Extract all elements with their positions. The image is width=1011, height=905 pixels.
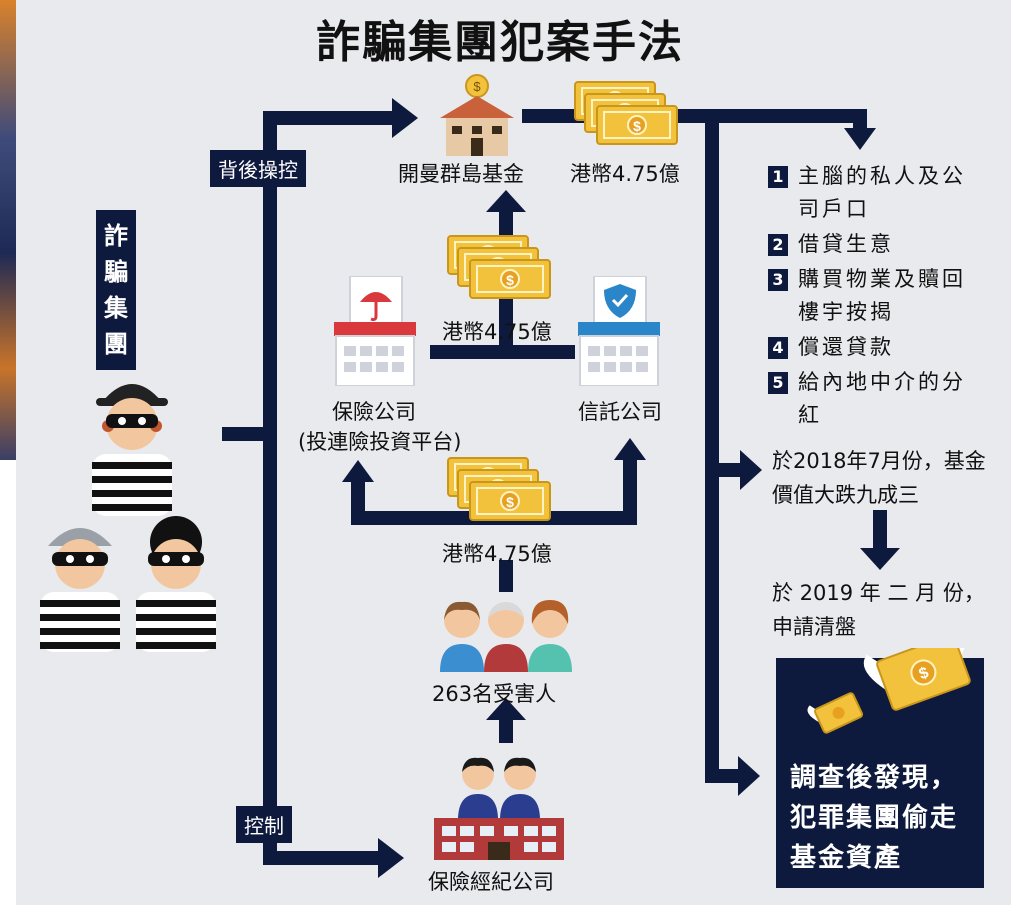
control-line xyxy=(222,111,392,441)
money-stack-lower xyxy=(447,457,551,521)
banknote-icon: $ xyxy=(807,648,980,734)
arrow-up-victims xyxy=(486,698,526,720)
arrow-up-fund xyxy=(486,190,526,212)
list-number: 5 xyxy=(768,372,788,394)
insurance-label: 保險公司 xyxy=(332,400,416,424)
behind-control-tag: 背後操控 xyxy=(210,150,306,187)
arrow-to-uses xyxy=(844,128,876,150)
arrow-to-drop xyxy=(740,450,762,490)
list-item: 4 償還貸款 xyxy=(768,331,998,364)
arrow-up-trust xyxy=(614,438,646,460)
broker-icon xyxy=(434,757,564,860)
robbers-icon xyxy=(40,384,216,652)
background-photo-strip xyxy=(0,0,16,460)
arrow-to-broker xyxy=(378,838,404,878)
arrow-to-fund xyxy=(392,98,418,138)
money-stack-top xyxy=(574,81,678,145)
building-icon: $ xyxy=(440,74,514,156)
insurance-sublabel: (投連險投資平台) xyxy=(298,430,462,454)
list-item: 1 主腦的私人及公司戶口 xyxy=(768,160,998,226)
list-number: 4 xyxy=(768,337,788,359)
list-text: 償還貸款 xyxy=(798,335,894,359)
amount-lower-label: 港幣4.75億 xyxy=(442,542,552,566)
finding-box: $ 調查後發現，犯罪集團偷走基金資產 xyxy=(776,648,984,888)
list-item: 2 借貸生意 xyxy=(768,228,998,261)
arrow-up-insurance xyxy=(342,460,374,482)
gang-label-text: 詐騙集團 xyxy=(104,222,128,358)
money-stack-middle xyxy=(447,235,551,299)
trust-label: 信託公司 xyxy=(578,400,662,424)
amount-middle-label: 港幣4.75億 xyxy=(442,320,552,344)
broker-label: 保險經紀公司 xyxy=(428,870,554,894)
fund-label: 開曼群島基金 xyxy=(398,162,524,186)
svg-text:$: $ xyxy=(473,79,481,94)
list-number: 1 xyxy=(768,166,788,188)
list-text: 主腦的私人及公司戶口 xyxy=(798,164,966,221)
list-text: 給內地中介的分紅 xyxy=(798,370,966,427)
victims-label: 263名受害人 xyxy=(432,682,557,706)
umbrella-icon xyxy=(334,276,416,386)
value-drop-note: 於2018年7月份，基金價值大跌九成三 xyxy=(772,449,986,507)
arrow-down-liquidation xyxy=(860,548,900,570)
fund-uses-list: 1 主腦的私人及公司戶口 2 借貸生意 3 購買物業及贖回樓宇按揭 4 償還貸款 5 給內… xyxy=(768,160,998,434)
list-text: 購買物業及贖回樓宇按揭 xyxy=(798,267,966,324)
page-title: 詐騙集團犯案手法 xyxy=(316,17,684,68)
victims-icon xyxy=(440,600,572,672)
control-tag: 控制 xyxy=(236,806,292,843)
uses-line xyxy=(712,109,867,128)
list-item: 5 給內地中介的分紅 xyxy=(768,366,998,432)
amount-top-label: 港幣4.75億 xyxy=(570,162,680,186)
gang-label: 詐騙集團 xyxy=(96,210,136,370)
shield-icon xyxy=(578,276,660,386)
list-item: 3 購買物業及贖回樓宇按揭 xyxy=(768,263,998,329)
list-number: 2 xyxy=(768,234,788,256)
liquidation-note: 於 2019 年 二 月 份，申請清盤 xyxy=(772,581,985,639)
arrow-to-finding xyxy=(738,756,760,796)
finding-text: 調查後發現，犯罪集團偷走基金資產 xyxy=(790,763,959,873)
list-text: 借貸生意 xyxy=(798,232,894,256)
broker-control-line xyxy=(263,434,378,865)
list-number: 3 xyxy=(768,269,788,291)
